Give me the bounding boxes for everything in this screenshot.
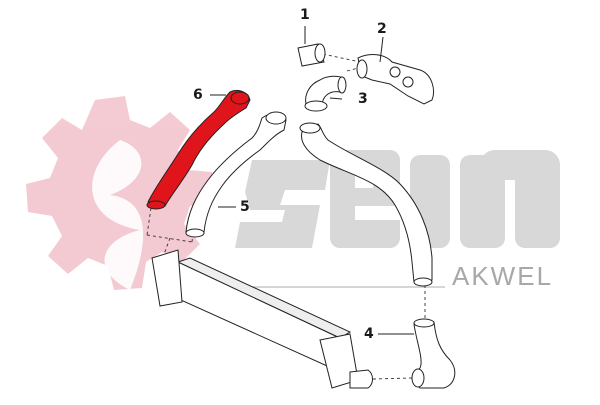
leader-lines — [210, 26, 414, 335]
callout-3: 3 — [358, 91, 368, 107]
part-6-hose-highlighted[interactable] — [146, 89, 251, 210]
assembly-guides — [146, 53, 426, 380]
part-4-hose[interactable] — [411, 318, 456, 389]
callout-6: 6 — [193, 87, 203, 103]
part-5-hose[interactable] — [185, 111, 287, 238]
part-3-elbow[interactable] — [304, 75, 347, 112]
part-1-sleeve[interactable] — [297, 43, 326, 67]
akwel-brand: AKWEL — [452, 261, 554, 291]
callout-2: 2 — [377, 21, 387, 37]
long-charge-pipe[interactable] — [299, 122, 433, 287]
intercooler[interactable] — [151, 249, 373, 389]
callout-4: 4 — [364, 326, 374, 342]
callout-5: 5 — [240, 199, 250, 215]
callout-1: 1 — [300, 7, 310, 23]
gear-logo-watermark — [26, 96, 214, 290]
part-2-connector[interactable] — [356, 54, 434, 105]
